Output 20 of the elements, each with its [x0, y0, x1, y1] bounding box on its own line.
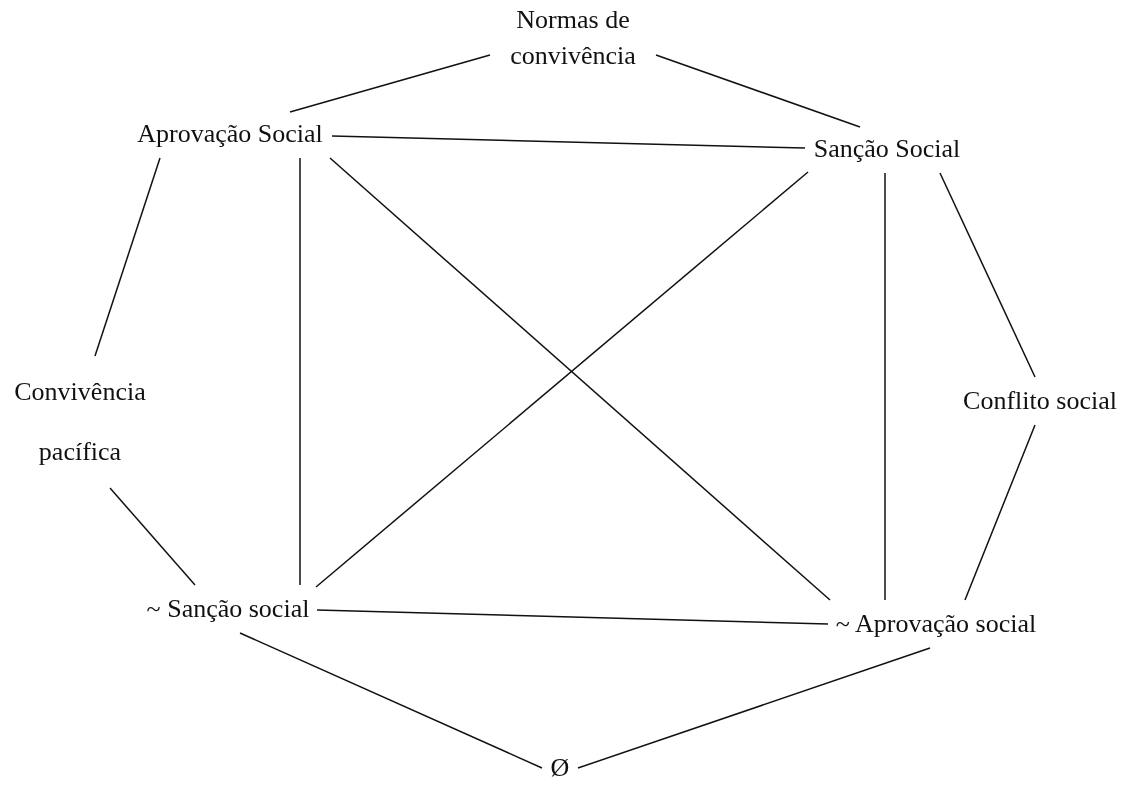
connector-line: [109, 487, 196, 586]
connector-line: [316, 609, 829, 625]
concept-label: Ø: [550, 752, 570, 784]
connector-line: [94, 157, 161, 357]
connector-line: [964, 424, 1036, 601]
concept-label: Normas de convivência: [509, 4, 637, 72]
connector-line: [884, 172, 886, 601]
concept-label: Conflito social: [963, 385, 1117, 417]
connector-line: [239, 632, 543, 769]
concept-label: ~ Sanção social: [146, 593, 310, 625]
connector-line: [289, 54, 491, 113]
connector-line: [577, 647, 931, 769]
concept-label: Convivência pacífica: [13, 376, 147, 468]
connector-line: [939, 172, 1036, 378]
concept-label: Aprovação Social: [137, 118, 323, 150]
concept-label: ~ Aprovação social: [835, 608, 1037, 640]
connector-line: [655, 54, 861, 128]
concept-label: Sanção Social: [813, 133, 961, 165]
connector-line: [299, 157, 301, 586]
connector-line: [331, 135, 806, 149]
